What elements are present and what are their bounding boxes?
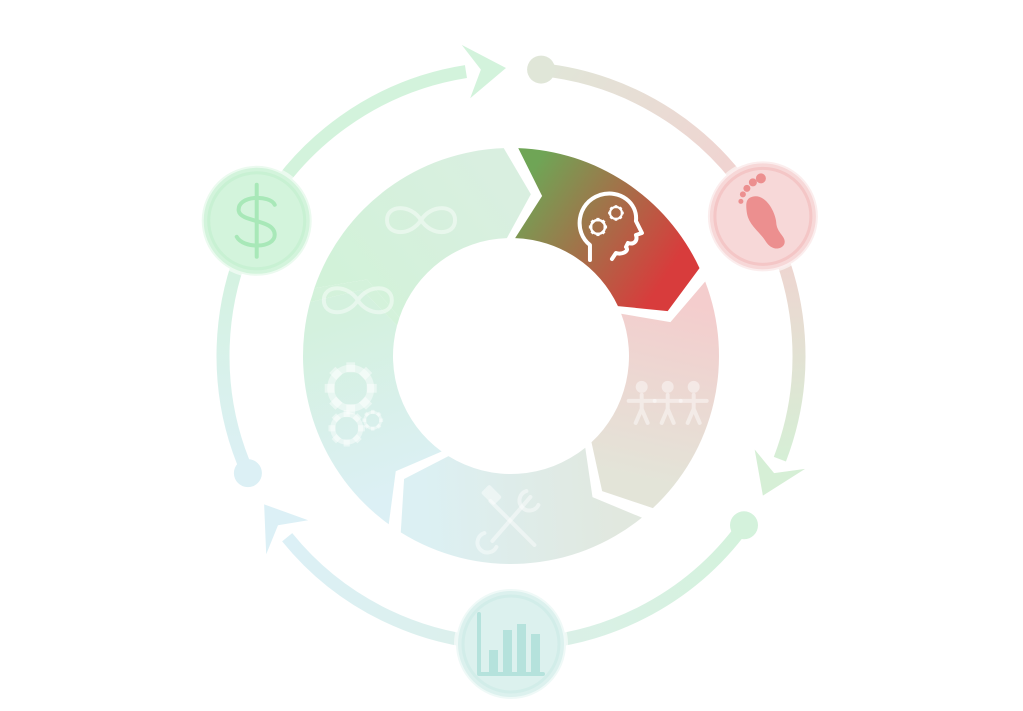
- gears-icon: [324, 362, 384, 447]
- arc-start-dot: [233, 459, 262, 488]
- infinity-icon: [385, 206, 458, 235]
- outer-node-dollar[interactable]: [199, 163, 314, 278]
- cycle-segment-1[interactable]: [314, 148, 531, 318]
- head-gears-icon: [577, 191, 644, 262]
- arc-start-dot: [527, 55, 556, 84]
- arrowhead-icon: [754, 449, 806, 496]
- arc-start-dot: [729, 511, 758, 540]
- cycle-segment-2[interactable]: [515, 148, 700, 312]
- inner-ring: [303, 148, 719, 564]
- tools-icon: [475, 485, 541, 555]
- dollar-icon: [234, 182, 277, 259]
- cycle-segment-4[interactable]: [400, 447, 642, 564]
- infinity-icon: [321, 286, 394, 315]
- arrowhead-icon: [461, 44, 506, 99]
- arrowhead-icon: [264, 504, 309, 555]
- outer-node-footprint[interactable]: [705, 159, 820, 274]
- people-chain-icon: [626, 380, 709, 425]
- bar-chart-icon: [477, 612, 545, 676]
- outer-node-bar-chart[interactable]: [454, 587, 568, 701]
- cycle-segment-5[interactable]: [303, 289, 442, 525]
- cycle-segment-6[interactable]: [310, 279, 400, 326]
- cycle-segment-3[interactable]: [591, 281, 719, 509]
- outer-ring: [199, 44, 820, 701]
- footprint-icon: [738, 173, 785, 249]
